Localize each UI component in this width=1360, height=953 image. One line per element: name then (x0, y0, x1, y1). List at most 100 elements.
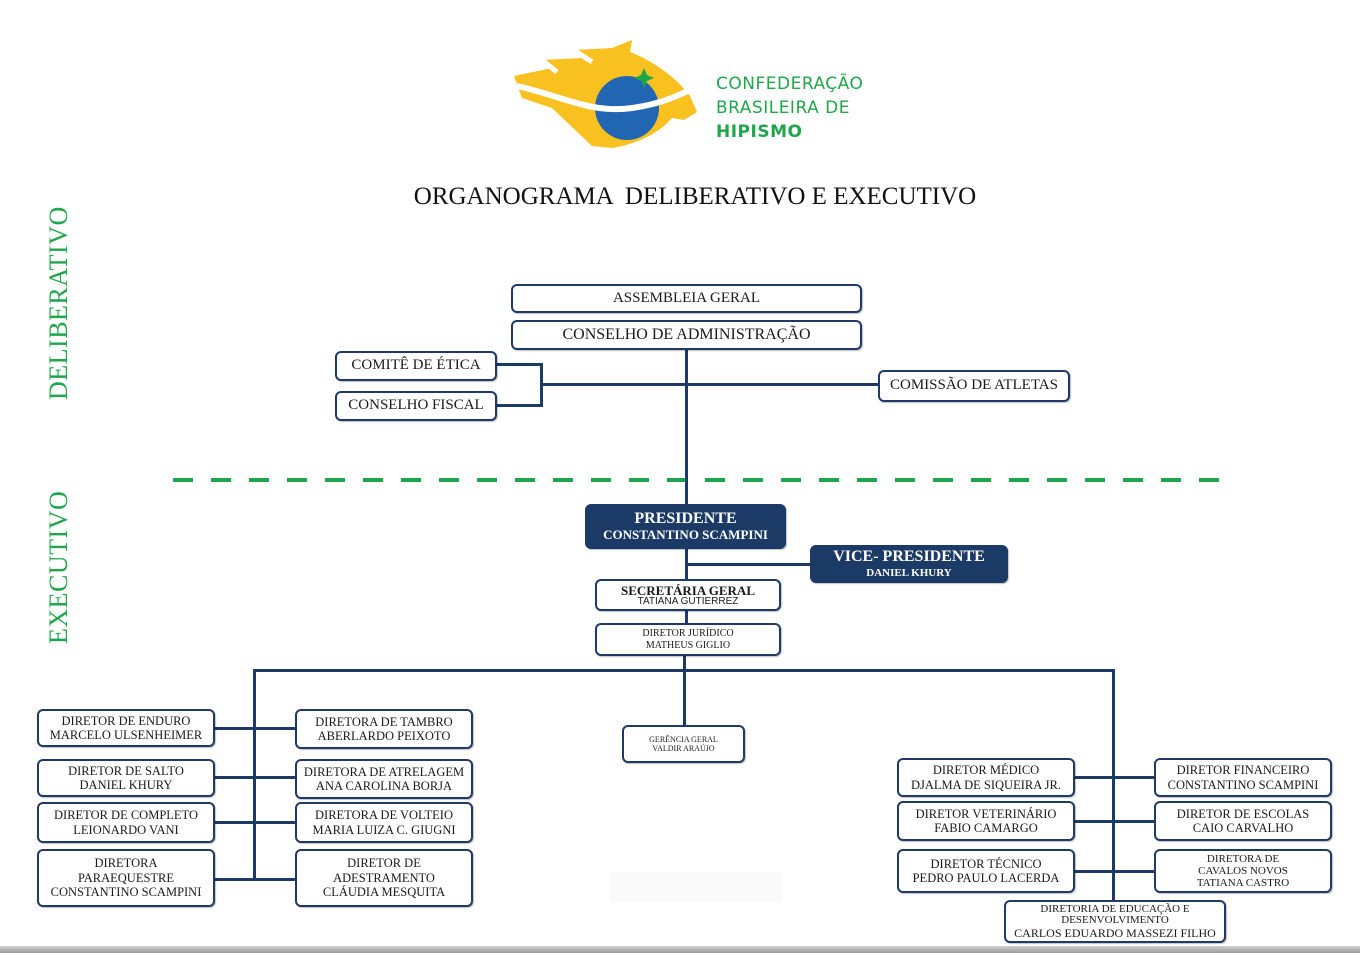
box-director-escolas: DIRETOR DE ESCOLAS CAIO CARVALHO (1154, 801, 1332, 841)
box-name: VALDIR ARAÚJO (652, 744, 715, 753)
box-name: CONSTANTINO SCAMPINI (50, 885, 202, 900)
box-general-management: GERÊNCIA GERAL VALDIR ARAÚJO (622, 725, 745, 763)
box-role: DIRETOR TÉCNICO (930, 856, 1042, 871)
logo-wordmark: CONFEDERAÇÃO BRASILEIRA DE HIPISMO (716, 72, 863, 144)
box-name: CONSTANTINO SCAMPINI (1167, 777, 1319, 792)
box-name: CLÁUDIA MESQUITA (322, 885, 446, 900)
box-name: TATIANA CASTRO (1196, 877, 1290, 890)
box-director-adestramento: DIRETOR DE ADESTRAMENTO CLÁUDIA MESQUITA (295, 849, 473, 907)
box-name: CARLOS EDUARDO MASSEZI FILHO (1014, 925, 1216, 940)
connector-row-3-right (1074, 870, 1156, 873)
box-assembleia-geral: ASSEMBLEIA GERAL (511, 284, 862, 313)
box-director-atrelagem: DIRETORA DE ATRELAGEM ANA CAROLINA BORJA (295, 759, 473, 799)
connector-secretary-down (685, 610, 688, 624)
connector-row-3-left (214, 821, 296, 824)
connector-juridico-down (683, 655, 686, 726)
box-name: FABIO CAMARGO (934, 821, 1038, 835)
section-label-deliberative: DELIBERATIVO (44, 206, 73, 400)
connector-horizontal-directors (253, 669, 1115, 672)
box-role: DIRETORIA DE EDUCAÇÃO E (1040, 902, 1190, 915)
box-director-paraequestre: DIRETORA PARAEQUESTRE CONSTANTINO SCAMPI… (37, 849, 215, 907)
box-name: DJALMA DE SIQUEIRA JR. (910, 777, 1061, 792)
box-role: SECRETÁRIA GERAL (620, 582, 755, 598)
box-name: MARIA LUIZA C. GIUGNI (312, 822, 456, 837)
logo-line-2: BRASILEIRA DE (716, 98, 850, 118)
box-director-tambor: DIRETORA DE TAMBRO ABERLARDO PEIXOTO (295, 709, 473, 749)
box-role: DIRETOR DE COMPLETO (54, 808, 198, 823)
connector-row-1-left (214, 727, 296, 730)
logo-line-3: HIPISMO (716, 122, 803, 142)
box-role: DIRETORA DE ATRELAGEM (303, 764, 465, 779)
box-secretary: SECRETÁRIA GERAL TATIANA GUTIERREZ (595, 579, 781, 611)
box-role: DIRETORA DE VOLTEIO (315, 808, 453, 823)
box-president: PRESIDENTE CONSTANTINO SCAMPINI (585, 504, 786, 549)
connector-main-vertical-top (685, 349, 688, 505)
box-role-cont: CAVALOS NOVOS (1198, 864, 1288, 877)
box-comissao-atletas: COMISSÃO DE ATLETAS (878, 370, 1070, 402)
box-name: MATHEUS GIGLIO (645, 639, 731, 651)
box-name: DANIEL KHURY (866, 566, 952, 579)
box-role: DIRETOR DE ESCOLAS (1176, 806, 1310, 821)
box-vice-president: VICE- PRESIDENTE DANIEL KHURY (810, 545, 1008, 583)
box-name: ANA CAROLINA BORJA (315, 779, 453, 793)
connector-left-vertical (253, 669, 256, 880)
box-role-cont: DESENVOLVIMENTO (1061, 914, 1169, 927)
bottom-border (0, 946, 1360, 953)
box-director-completo: DIRETOR DE COMPLETO LEIONARDO VANI (37, 802, 215, 843)
connector-fiscal (496, 404, 541, 407)
box-role: DIRETORA DE TAMBRO (315, 714, 453, 729)
box-role-cont: ADESTRAMENTO (333, 870, 435, 885)
connector-row-4-left (214, 878, 296, 881)
box-director-educacao: DIRETORIA DE EDUCAÇÃO E DESENVOLVIMENTO … (1004, 900, 1226, 943)
box-director-volteio: DIRETORA DE VOLTEIO MARIA LUIZA C. GIUGN… (295, 802, 473, 843)
box-director-veterinario: DIRETOR VETERINÁRIO FABIO CAMARGO (897, 801, 1075, 841)
connector-horizontal-deliberative (540, 383, 878, 386)
box-director-medico: DIRETOR MÉDICO DJALMA DE SIQUEIRA JR. (897, 758, 1075, 797)
box-role: DIRETOR DE ENDURO (61, 713, 191, 728)
faint-artifact (610, 872, 782, 902)
box-role: DIRETORA DE (1206, 852, 1280, 865)
box-name: CONSTANTINO SCAMPINI (603, 527, 768, 543)
box-role: DIRETOR DE SALTO (68, 763, 184, 778)
connector-vice (685, 563, 811, 566)
box-role: GERÊNCIA GERAL (649, 734, 718, 744)
box-name: MARCELO ULSENHEIMER (49, 728, 203, 742)
box-role: DIRETOR VETERINÁRIO (915, 806, 1057, 821)
box-label: CONSELHO FISCAL (348, 397, 484, 414)
box-conselho-fiscal: CONSELHO FISCAL (335, 391, 497, 421)
box-name: LEIONARDO VANI (73, 822, 179, 837)
box-name: PEDRO PAULO LACERDA (912, 871, 1060, 885)
box-label: CONSELHO DE ADMINISTRAÇÃO (562, 325, 811, 343)
box-director-cavalos-novos: DIRETORA DE CAVALOS NOVOS TATIANA CASTRO (1154, 849, 1332, 893)
box-director-financeiro: DIRETOR FINANCEIRO CONSTANTINO SCAMPINI (1154, 758, 1332, 797)
box-legal-director: DIRETOR JURÍDICO MATHEUS GIGLIO (595, 623, 781, 656)
box-label: ASSEMBLEIA GERAL (612, 289, 761, 306)
box-name: DANIEL KHURY (79, 778, 173, 792)
connector-etica (496, 363, 541, 366)
box-role: DIRETOR MÉDICO (932, 763, 1040, 778)
page-title: ORGANOGRAMA DELIBERATIVO E EXECUTIVO (413, 183, 977, 210)
section-divider (173, 478, 1233, 482)
box-conselho-administracao: CONSELHO DE ADMINISTRAÇÃO (511, 320, 862, 350)
box-role-cont: PARAEQUESTRE (77, 870, 175, 885)
box-name: CAIO CARVALHO (1192, 821, 1294, 835)
box-director-tecnico: DIRETOR TÉCNICO PEDRO PAULO LACERDA (897, 849, 1075, 893)
box-role: DIRETOR JURÍDICO (642, 628, 734, 639)
box-label: COMITÊ DE ÉTICA (351, 357, 481, 374)
box-role: PRESIDENTE (634, 509, 737, 527)
logo-line-1: CONFEDERAÇÃO (716, 74, 864, 94)
connector-right-vertical (1112, 669, 1115, 900)
box-director-enduro: DIRETOR DE ENDURO MARCELO ULSENHEIMER (37, 709, 215, 747)
box-role: VICE- PRESIDENTE (833, 548, 985, 566)
box-name: TATIANA GUTIERREZ (637, 595, 739, 607)
connector-row-1-right (1074, 776, 1156, 779)
box-director-salto: DIRETOR DE SALTO DANIEL KHURY (37, 759, 215, 797)
box-comite-etica: COMITÊ DE ÉTICA (335, 351, 497, 381)
box-role: DIRETOR DE (347, 856, 421, 871)
connector-row-2-left (214, 776, 296, 779)
section-label-executive: EXECUTIVO (44, 490, 73, 644)
box-label: COMISSÃO DE ATLETAS (890, 377, 1058, 394)
box-role: DIRETOR FINANCEIRO (1176, 763, 1310, 778)
connector-row-2-right (1074, 820, 1156, 823)
box-role: DIRETORA (94, 856, 158, 871)
